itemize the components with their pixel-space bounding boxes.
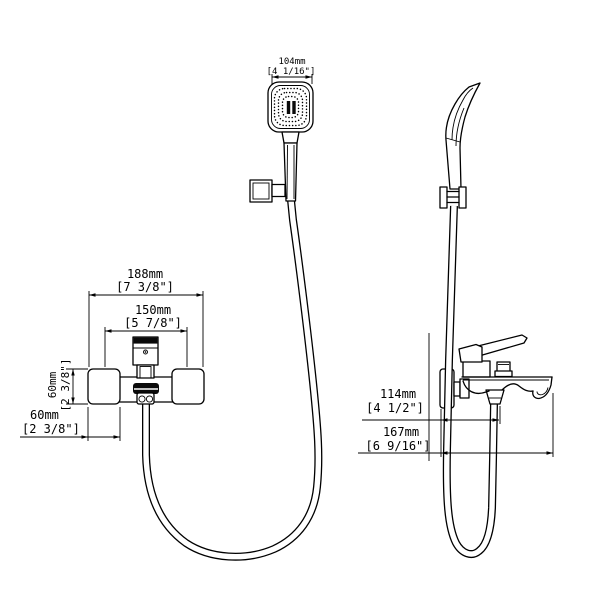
union-block-1 xyxy=(453,381,461,397)
shower-profile xyxy=(445,82,481,190)
dim-arrow xyxy=(81,435,88,439)
bracket-cap-right xyxy=(458,186,467,209)
dim-arrow xyxy=(272,75,279,79)
dim-arrow xyxy=(196,293,203,297)
dim-arrow xyxy=(71,369,75,376)
diverter-knob-flange xyxy=(494,370,513,378)
dim-label-mm: 60mm xyxy=(30,408,59,422)
spout-underside-curve xyxy=(501,383,534,392)
dim-label-mm: 114mm xyxy=(380,387,416,401)
mixer-front xyxy=(87,336,205,405)
hose-cone-connector xyxy=(485,389,505,405)
shower-neck xyxy=(281,131,300,144)
dim-label-mm: 60mm xyxy=(46,371,59,398)
hose-nut-hole-left xyxy=(138,395,146,403)
dim-arrow xyxy=(305,75,312,79)
shower-handle xyxy=(283,142,298,202)
hand-shower-side xyxy=(439,82,481,209)
dim-188: 188mm [7 3/8"] xyxy=(88,267,204,367)
shower-profile-inner-line xyxy=(451,87,474,141)
dim-label-in: [2 3/8"] xyxy=(59,359,72,412)
handle-top-band xyxy=(133,337,158,344)
dim-arrow xyxy=(113,435,120,439)
dim-60-horizontal: 60mm [2 3/8"] xyxy=(20,407,121,441)
side-hose xyxy=(442,205,498,558)
dim-arrow xyxy=(89,293,96,297)
right-end-block xyxy=(171,368,205,405)
dim-label-in: [7 3/8"] xyxy=(116,280,174,294)
handle-screw-dot xyxy=(144,351,147,353)
spout-outlet xyxy=(532,376,553,400)
dim-label-in: [4 1/16"] xyxy=(267,67,316,77)
front-view xyxy=(87,81,323,561)
hand-shower-front xyxy=(249,81,314,203)
handle-screw xyxy=(143,349,148,355)
dim-arrow xyxy=(180,329,187,333)
bracket-arm xyxy=(271,183,286,198)
mixer-side xyxy=(458,334,553,405)
handle-detail-line xyxy=(286,144,288,200)
wall-bracket-inner xyxy=(252,182,270,200)
diverter-neck-inner xyxy=(139,366,152,379)
dim-label-in: [4 1/2"] xyxy=(366,401,424,415)
dim-label-mm: 150mm xyxy=(135,303,171,317)
dim-114: 114mm [4 1/2"] xyxy=(362,387,501,424)
hose-core xyxy=(444,205,497,557)
front-hose xyxy=(142,199,323,561)
dim-arrow xyxy=(441,451,448,455)
valve-body xyxy=(462,360,491,378)
shower-profile-inner-line-2 xyxy=(455,107,465,147)
shower-head-inner-border xyxy=(271,85,310,129)
dim-label-in: [5 7/8"] xyxy=(124,316,182,330)
bracket-cap-left xyxy=(439,186,448,209)
dim-150: 150mm [5 7/8"] xyxy=(104,303,188,367)
bend-crease xyxy=(445,137,461,143)
hose-nut-hole-right xyxy=(145,395,154,403)
center-nozzle-bar-left xyxy=(286,101,291,114)
dim-arrow xyxy=(105,329,112,333)
dim-label-mm: 167mm xyxy=(383,425,419,439)
spout-outlet-lip xyxy=(536,387,549,396)
dim-label-in: [2 3/8"] xyxy=(22,422,80,436)
dim-arrow xyxy=(71,397,75,404)
dim-label-mm: 104mm xyxy=(278,57,305,67)
nozzle-ring-2 xyxy=(277,91,304,123)
dim-arrow xyxy=(441,418,448,422)
dim-arrow xyxy=(546,451,553,455)
dim-label-mm: 188mm xyxy=(127,267,163,281)
center-nozzle-bar-right xyxy=(292,101,296,114)
dimensions: 104mm [4 1/16"] 188mm [7 3/8"] 150mm [5 … xyxy=(20,57,554,457)
dim-104: 104mm [4 1/16"] xyxy=(267,57,316,84)
dim-167: 167mm [6 9/16"] xyxy=(358,393,554,457)
nozzle-ring-1 xyxy=(273,87,308,127)
hose-core xyxy=(143,199,322,560)
dim-label-in: [6 9/16"] xyxy=(365,439,430,453)
side-view xyxy=(428,82,553,558)
union-block-2 xyxy=(459,378,470,399)
left-end-block xyxy=(87,368,121,405)
spout-underside-scallop xyxy=(462,380,490,395)
dim-arrow xyxy=(492,418,499,422)
lever-base xyxy=(458,343,483,363)
dim-60-vertical: 60mm [2 3/8"] xyxy=(46,359,88,412)
